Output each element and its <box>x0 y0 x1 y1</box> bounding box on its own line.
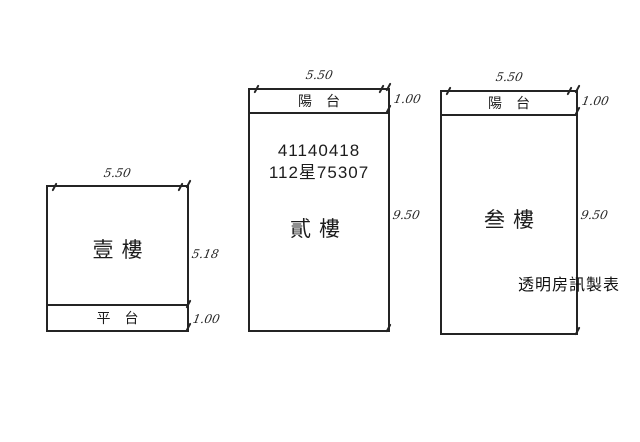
floor2-label-wrap: 貳樓 <box>250 213 388 243</box>
floor2-balcony-label: 陽 台 <box>298 93 340 109</box>
floor1-platform-area: 平 台 <box>48 304 187 330</box>
dimension-value: 5.50 <box>494 70 524 84</box>
floor1-platform-label: 平 台 <box>96 310 139 326</box>
registration-number-line1: 41140418 <box>277 141 361 160</box>
floor3-outline: 陽 台 叁樓 <box>440 90 578 335</box>
floor3-top-dimension: 5.50 <box>440 70 578 96</box>
floor2-registration-notes: 41140418 112星75307 <box>250 140 388 184</box>
dimension-value: 1.00 <box>580 94 610 108</box>
floor3-balcony-label: 陽 台 <box>488 95 530 111</box>
floor1-label: 壹樓 <box>92 238 151 262</box>
floor3-balcony-area: 陽 台 <box>442 92 576 116</box>
floor3-main-area: 叁樓 <box>442 116 576 333</box>
floor2-top-dimension: 5.50 <box>248 68 390 94</box>
floor2-main-area: 41140418 112星75307 貳樓 <box>250 114 388 330</box>
floor2-outline: 陽 台 41140418 112星75307 貳樓 <box>248 88 390 332</box>
floor3-balcony-dimension: 1.00 <box>580 94 610 108</box>
floor1-platform-dimension: 1.00 <box>191 312 221 326</box>
dimension-value: 1.00 <box>392 92 422 106</box>
floor2-label: 貳樓 <box>290 218 348 241</box>
dimension-value: 9.50 <box>391 208 421 222</box>
registration-number-line2: 112星75307 <box>268 163 370 182</box>
dimension-value: 5.18 <box>190 247 220 261</box>
floor3-label: 叁樓 <box>484 208 542 232</box>
dimension-value: 9.50 <box>579 208 609 222</box>
floor2-balcony-dimension: 1.00 <box>392 92 422 106</box>
floor1-side-dimension: 5.18 <box>190 247 220 261</box>
dimension-value: 1.00 <box>191 312 221 326</box>
floor3-side-dimension: 9.50 <box>579 208 609 222</box>
floor1-outline: 壹樓 平 台 <box>46 185 189 332</box>
publisher-watermark: 透明房訊製表 <box>518 277 621 294</box>
floor2-side-dimension: 9.50 <box>391 208 421 222</box>
floor2-balcony-area: 陽 台 <box>250 90 388 114</box>
floor1-top-dimension: 5.50 <box>46 166 189 192</box>
dimension-value: 5.50 <box>102 166 133 180</box>
floor1-main-area: 壹樓 <box>48 187 187 304</box>
dimension-value: 5.50 <box>304 68 334 82</box>
